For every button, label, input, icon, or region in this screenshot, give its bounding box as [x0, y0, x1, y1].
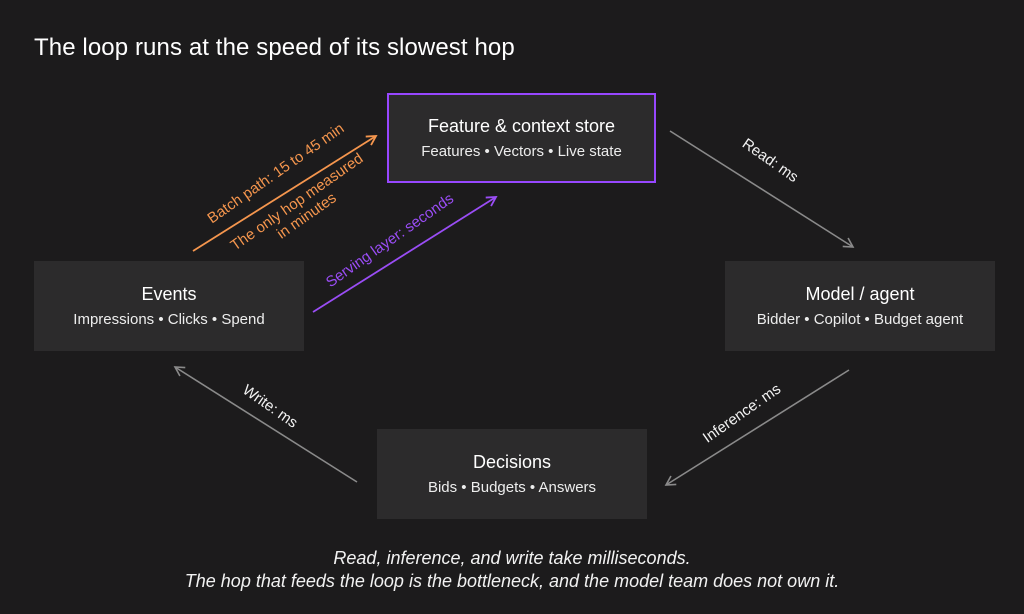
node-subtitle: Bidder • Copilot • Budget agent — [756, 311, 964, 328]
node-title: Events — [141, 284, 197, 304]
arrow-inference — [664, 369, 850, 486]
footer-line-2: The hop that feeds the loop is the bottl… — [184, 571, 840, 591]
arrow-write — [173, 366, 358, 483]
node-subtitle: Features • Vectors • Live state — [421, 143, 622, 160]
arrow-read — [669, 130, 855, 248]
node-title: Decisions — [472, 452, 552, 472]
node-events: Events Impressions • Clicks • Spend — [34, 261, 304, 351]
node-subtitle: Bids • Budgets • Answers — [427, 479, 597, 496]
node-title: Model / agent — [805, 284, 915, 304]
arrow-batch — [192, 135, 378, 252]
node-decisions: Decisions Bids • Budgets • Answers — [377, 429, 647, 519]
arrow-serving — [312, 196, 498, 313]
footer-line-1: Read, inference, and write take millisec… — [333, 548, 691, 568]
node-subtitle: Impressions • Clicks • Spend — [73, 311, 265, 328]
node-title: Feature & context store — [427, 116, 616, 136]
diagram-title: The loop runs at the speed of its slowes… — [34, 34, 515, 61]
node-feature-context-store: Feature & context store Features • Vecto… — [387, 93, 656, 183]
node-model-agent: Model / agent Bidder • Copilot • Budget … — [725, 261, 995, 351]
